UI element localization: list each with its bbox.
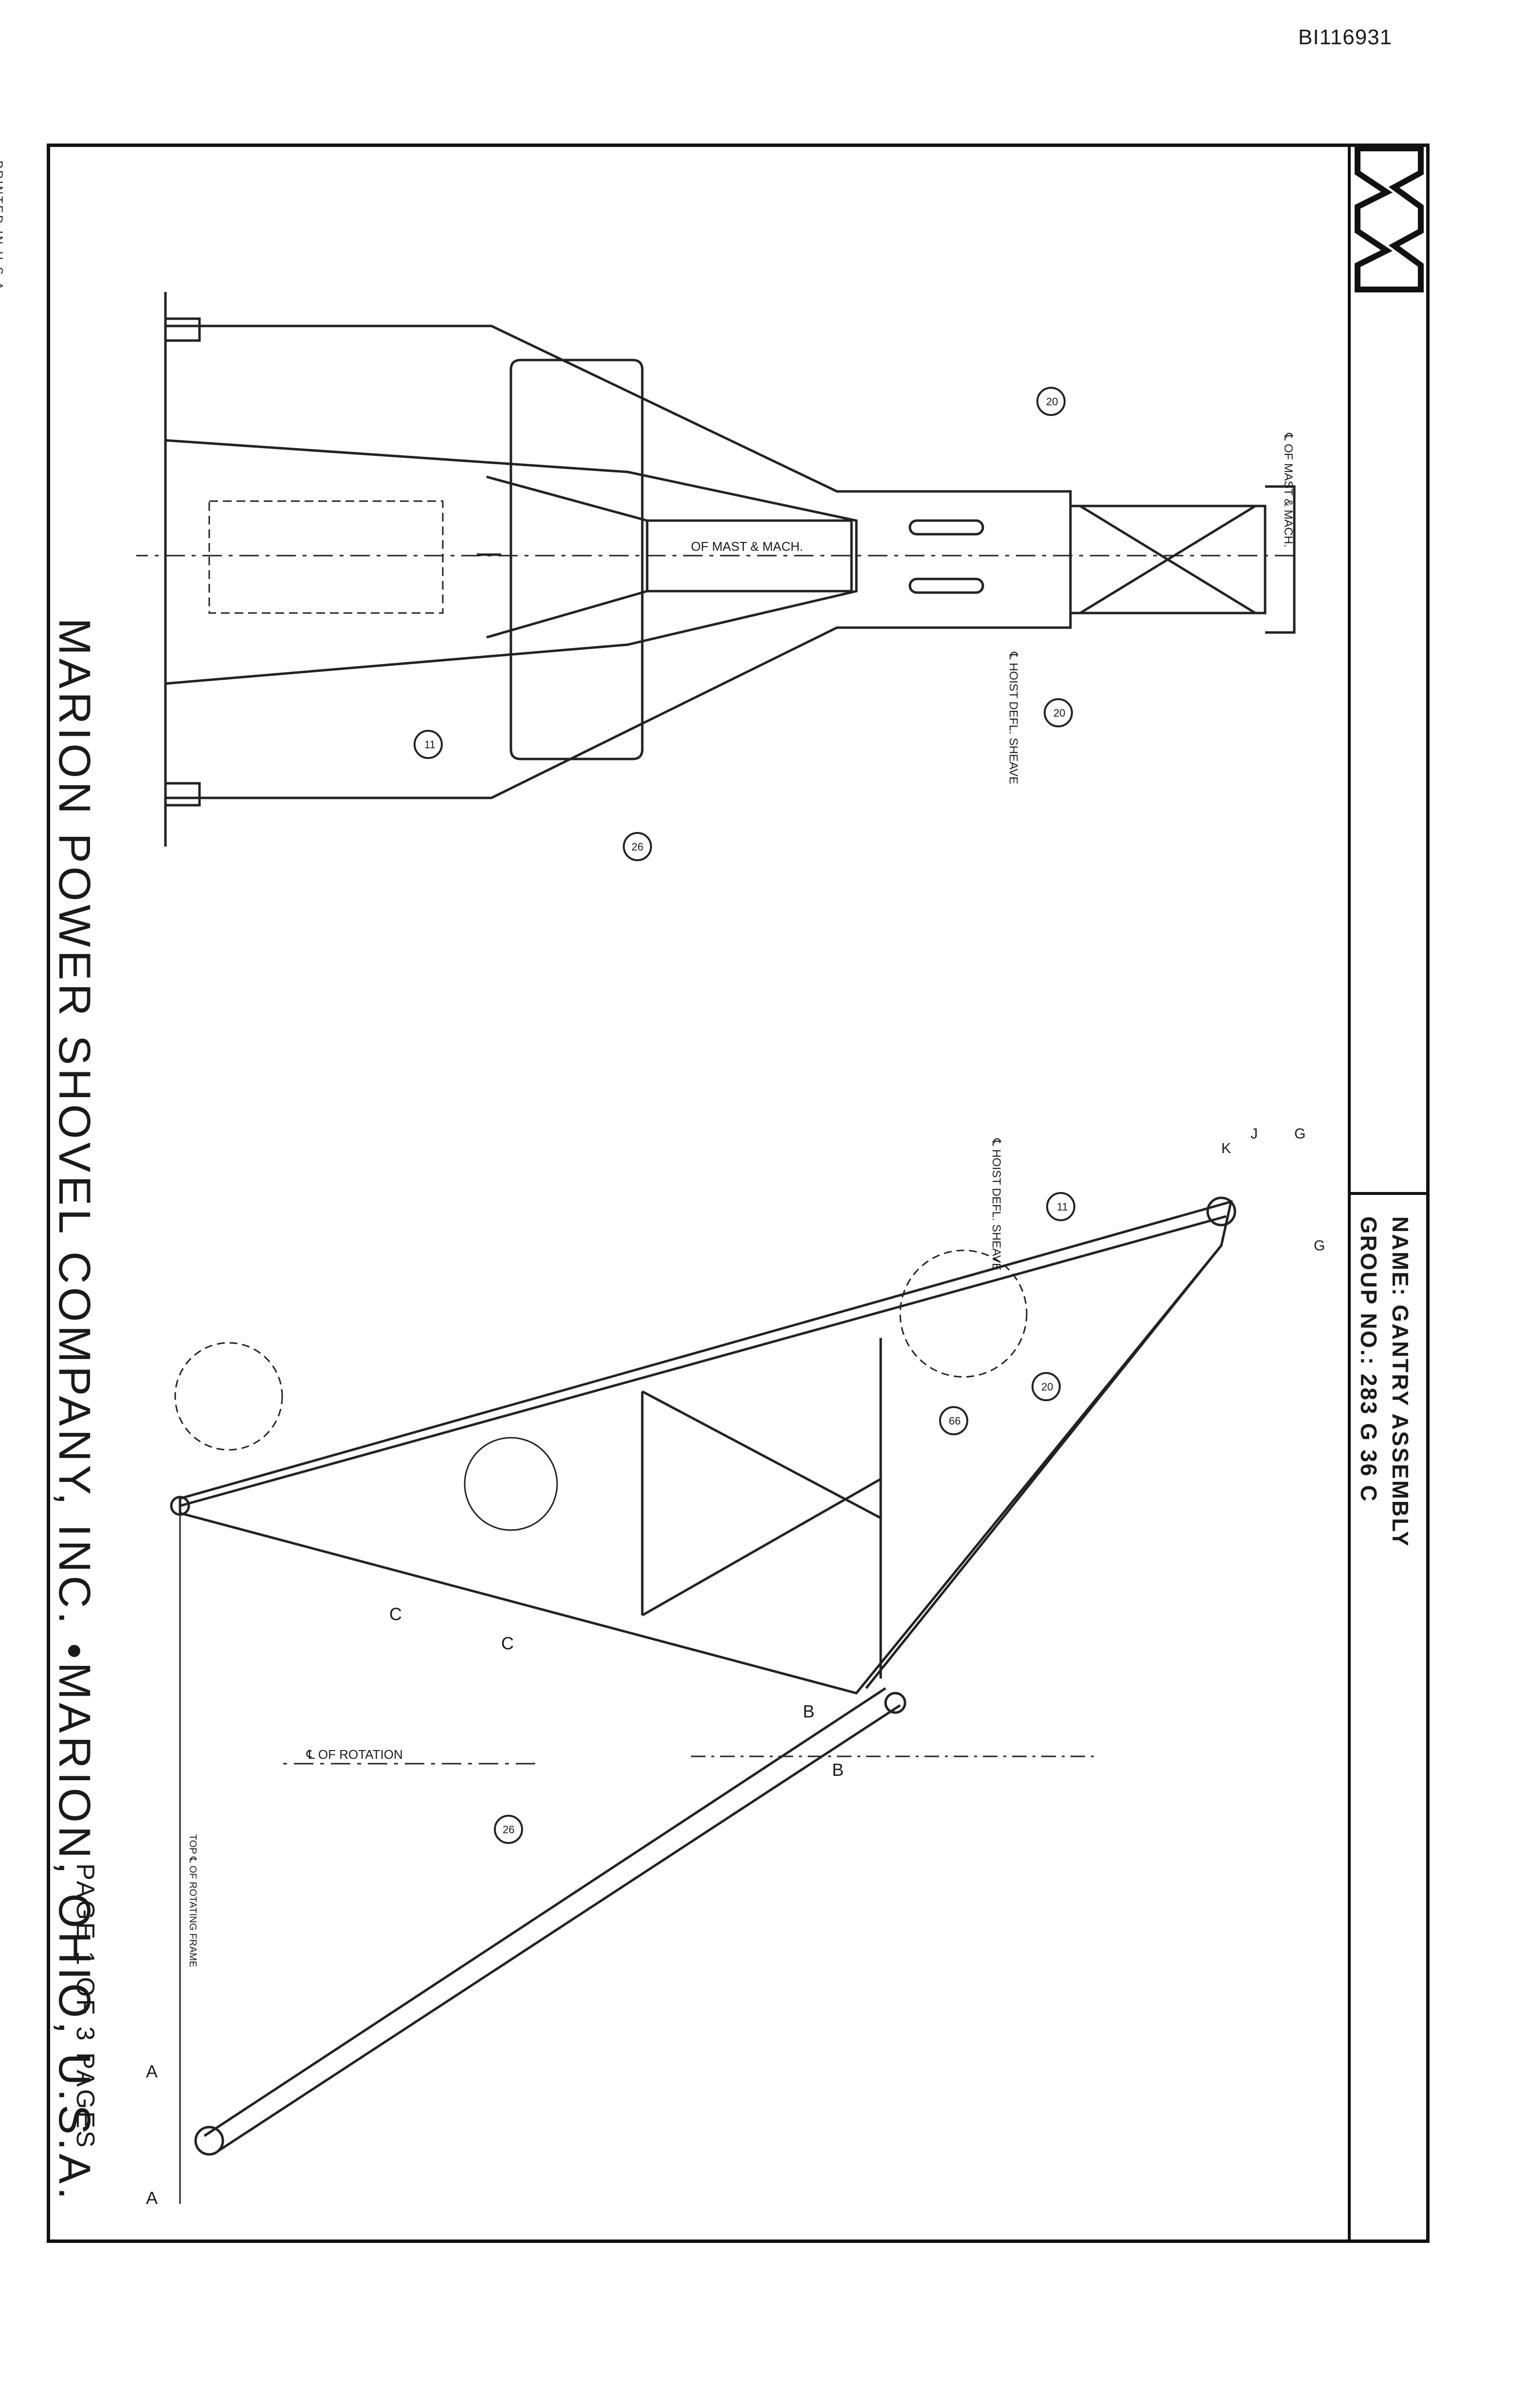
item-balloon (1044, 698, 1073, 727)
item-balloon (1046, 1192, 1075, 1221)
item-number-side-pin: 66 (949, 1415, 960, 1427)
marion-m-logo-icon (1348, 144, 1430, 348)
top-view (136, 292, 1296, 847)
item-number-top-upper: 20 (1046, 396, 1058, 408)
section-mark-a-lower: A (146, 2188, 158, 2208)
mast-mach-centerline-label: OF MAST & MACH. (691, 539, 803, 554)
item-number-side-sheave: 20 (1041, 1381, 1053, 1393)
item-balloon (414, 730, 443, 759)
section-mark-c-right: C (501, 1633, 514, 1653)
top-of-rotating-frame-label: TOP ℄ OF ROTATING FRAME (187, 1834, 198, 1968)
document-id: BI116931 (1298, 25, 1393, 49)
item-number-top-brace: 26 (632, 841, 643, 853)
rotation-centerline-label: ℄ OF ROTATION (306, 1747, 403, 1762)
item-number-top-lower: 20 (1053, 707, 1065, 719)
section-mark-b-right: B (832, 1760, 844, 1780)
item-number-top-leg: 11 (424, 739, 435, 751)
item-balloon (939, 1406, 968, 1435)
section-mark-k: K (1221, 1140, 1231, 1156)
hoist-defl-sheave-callout-side: ℄ HOIST DEFL. SHEAVE (990, 1138, 1003, 1271)
side-view (170, 1196, 1236, 2204)
top-view-labels: OF MAST & MACH. ℄ OF MAST & MACH. ℄ HOIS… (414, 387, 1295, 861)
section-mark-j: J (1250, 1126, 1258, 1142)
section-mark-b-left: B (803, 1701, 815, 1721)
item-balloon (1036, 387, 1066, 416)
section-mark-g-lower: G (1314, 1238, 1325, 1254)
item-balloon (494, 1815, 523, 1844)
item-balloon (623, 832, 652, 861)
section-mark-g-upper: G (1294, 1126, 1305, 1142)
mast-mach-centerline-callout: ℄ OF MAST & MACH. (1282, 433, 1295, 547)
hoist-defl-sheave-callout-top: ℄ HOIST DEFL. SHEAVE (1007, 651, 1020, 784)
item-balloon (1032, 1372, 1061, 1401)
section-mark-a-upper: A (146, 2061, 158, 2081)
section-mark-c-left: C (389, 1604, 402, 1624)
side-view-labels: ℄ OF ROTATION TOP ℄ OF ROTATING FRAME ℄ … (146, 1126, 1325, 2208)
item-number-side-brace: 26 (503, 1824, 514, 1836)
title-block (1348, 1192, 1430, 2243)
item-number-side-leg: 11 (1057, 1201, 1068, 1213)
